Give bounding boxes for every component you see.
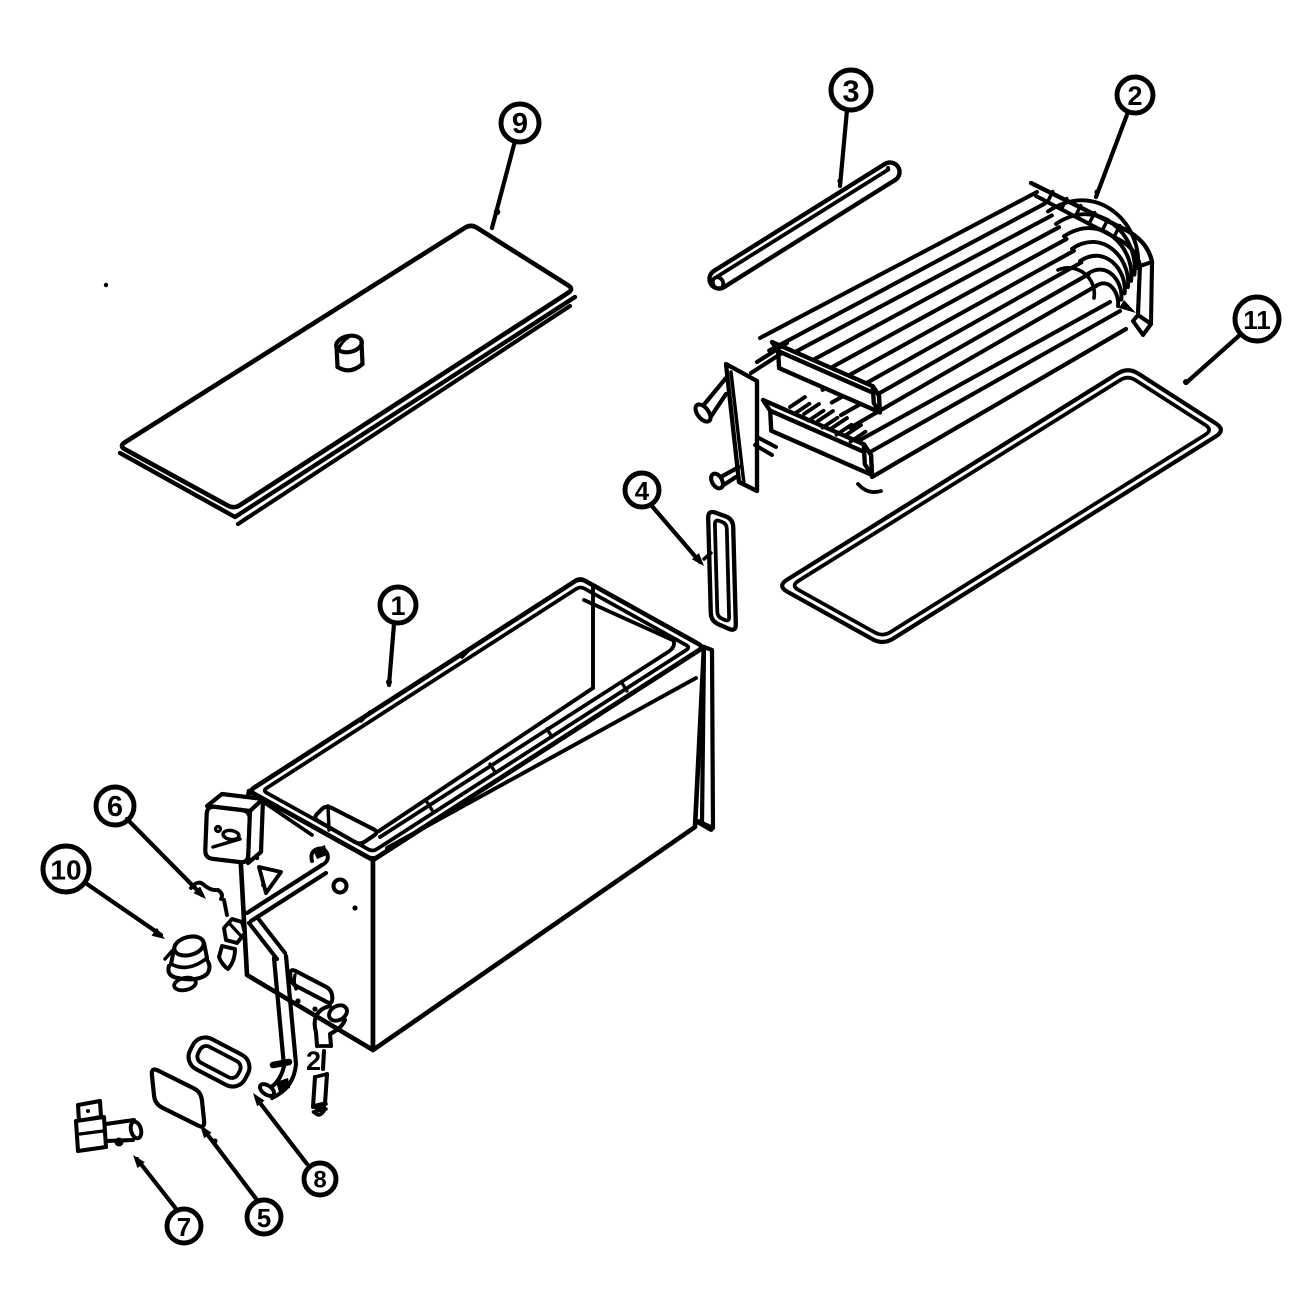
svg-text:1: 1 bbox=[390, 591, 405, 621]
svg-text:11: 11 bbox=[1243, 305, 1271, 335]
svg-text:10: 10 bbox=[50, 855, 81, 886]
svg-text:5: 5 bbox=[257, 1203, 271, 1233]
svg-text:9: 9 bbox=[512, 108, 528, 140]
svg-text:2: 2 bbox=[1127, 81, 1142, 111]
svg-text:7: 7 bbox=[177, 1212, 191, 1242]
svg-text:3: 3 bbox=[842, 74, 859, 109]
svg-text:2: 2 bbox=[306, 1046, 321, 1076]
svg-text:4: 4 bbox=[635, 476, 650, 506]
svg-text:6: 6 bbox=[107, 791, 123, 823]
svg-text:8: 8 bbox=[313, 1167, 326, 1194]
